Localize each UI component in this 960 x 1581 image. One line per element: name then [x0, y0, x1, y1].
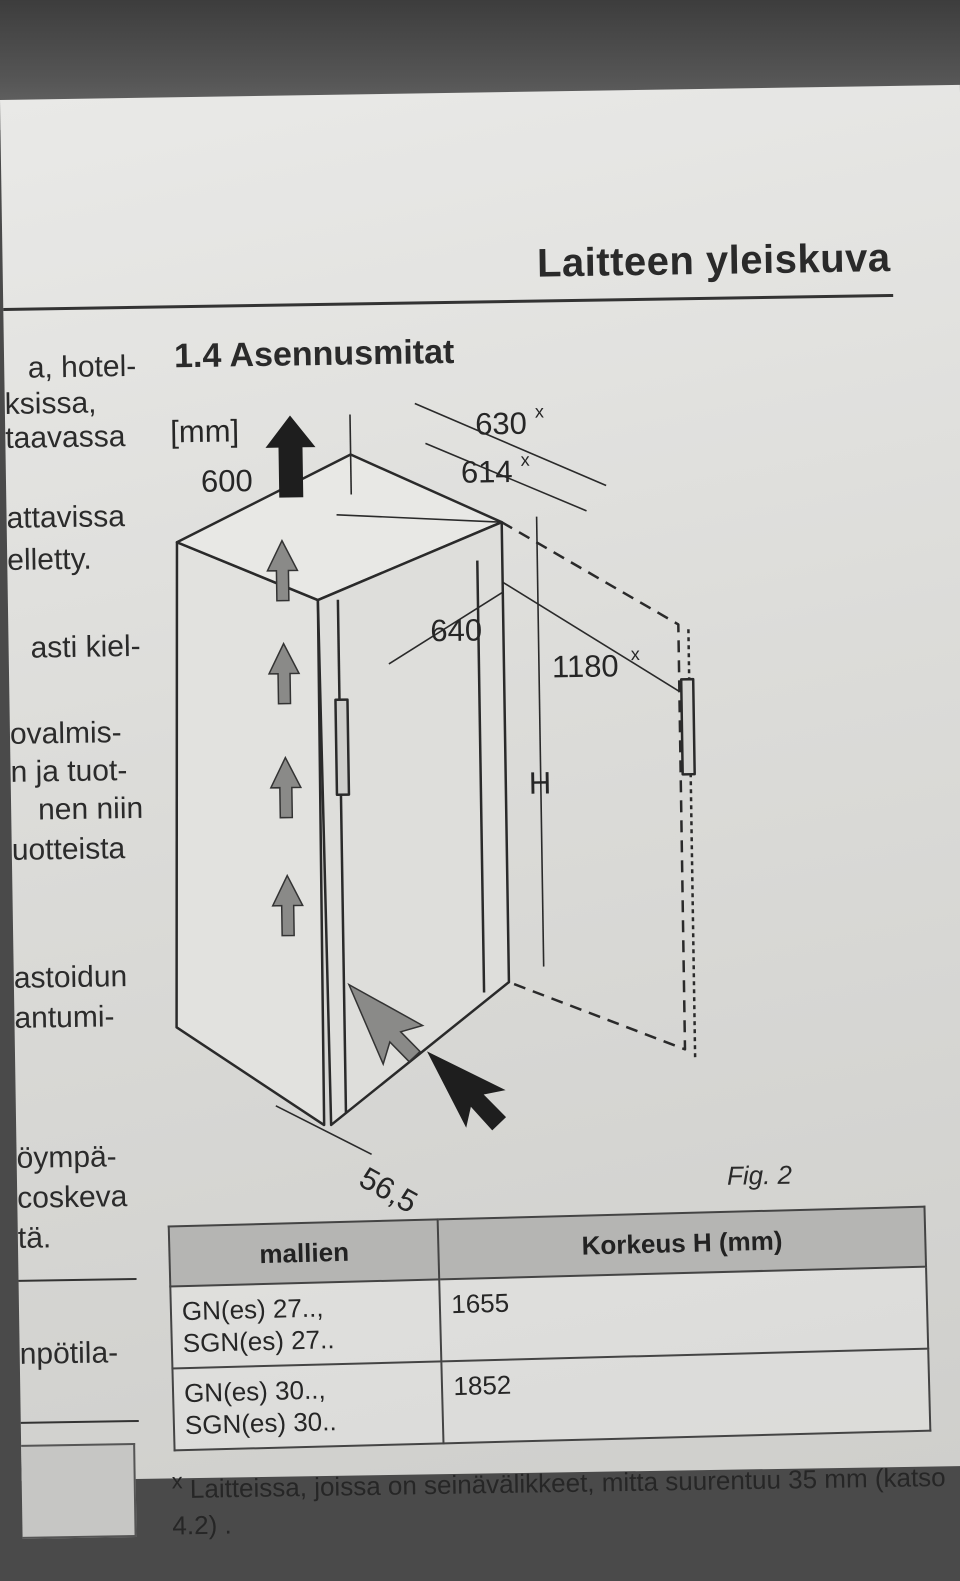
airflow-arrows	[266, 538, 425, 1067]
dim-depth-inner: 614	[461, 454, 513, 490]
dim-width: 600	[201, 463, 253, 499]
left-rule	[20, 1419, 139, 1424]
model-line: SGN(es) 27..	[182, 1324, 335, 1359]
left-fragment: elletty.	[6, 542, 92, 577]
height-table: mallien Korkeus H (mm) GN(es) 27.., SGN(…	[168, 1206, 932, 1452]
left-rule	[18, 1278, 137, 1282]
left-fragment: a, hotel-	[27, 349, 137, 385]
appliance-drawing: [mm] 600 630 x 614 x 640 1180 x H 56,5	[170, 401, 697, 1220]
left-fragment: astoidun	[13, 960, 128, 995]
dim-mark: x	[535, 401, 544, 421]
figure-caption: Fig. 2	[726, 1159, 793, 1191]
appliance-outline	[175, 402, 697, 1156]
left-fragment: attavissa	[6, 500, 126, 535]
dim-floor-gap: 56,5	[354, 1160, 424, 1217]
footnote-text: Laitteissa, joissa on seinävälikkeet, mi…	[172, 1461, 946, 1541]
dim-depth-outer: 630	[475, 406, 527, 442]
height-cell: 1852	[441, 1348, 931, 1444]
model-line: SGN(es) 30..	[184, 1406, 337, 1441]
left-fragment: uotteista	[11, 832, 126, 867]
left-fragment: taavassa	[5, 420, 126, 455]
left-fragment: npötila-	[19, 1336, 119, 1371]
manual-page: Laitteen yleiskuva a, hotel- ksissa, taa…	[0, 84, 960, 1540]
dim-mark: x	[521, 450, 530, 470]
left-fragment: asti kiel-	[30, 629, 141, 665]
running-head: Laitteen yleiskuva	[536, 236, 891, 286]
dim-mark: x	[631, 644, 640, 664]
left-fragment: ovalmis-	[9, 716, 122, 751]
dim-door-open: 1180	[552, 648, 619, 684]
left-fragment: ksissa,	[4, 386, 97, 421]
model-cell: GN(es) 30.., SGN(es) 30..	[172, 1361, 444, 1451]
installation-dimensions-diagram: [mm] 600 630 x 614 x 640 1180 x H 56,5	[155, 375, 958, 1220]
dim-door-width: 640	[430, 612, 482, 648]
left-column-fragments: a, hotel- ksissa, taavassa attavissa ell…	[0, 98, 163, 1581]
section-title: 1.4 Asennusmitat	[173, 332, 455, 376]
left-fragment: tä.	[17, 1221, 52, 1255]
left-fragment: antumi-	[14, 1000, 115, 1035]
left-fragment: öympä-	[16, 1140, 117, 1175]
height-cell: 1655	[439, 1266, 929, 1362]
model-cell: GN(es) 27.., SGN(es) 27..	[170, 1279, 442, 1369]
footnote: x Laitteissa, joissa on seinävälikkeet, …	[171, 1451, 960, 1543]
left-fragment: n ja tuot-	[10, 754, 128, 789]
left-fragment: nen niin	[37, 791, 144, 827]
left-fragment: coskeva	[16, 1180, 128, 1215]
dim-height: H	[529, 765, 552, 800]
unit-label: [mm]	[170, 413, 239, 449]
left-shaded-box	[21, 1443, 137, 1539]
column-header-model: mallien	[168, 1219, 440, 1287]
exhaust-and-intake-arrows	[265, 415, 507, 1131]
